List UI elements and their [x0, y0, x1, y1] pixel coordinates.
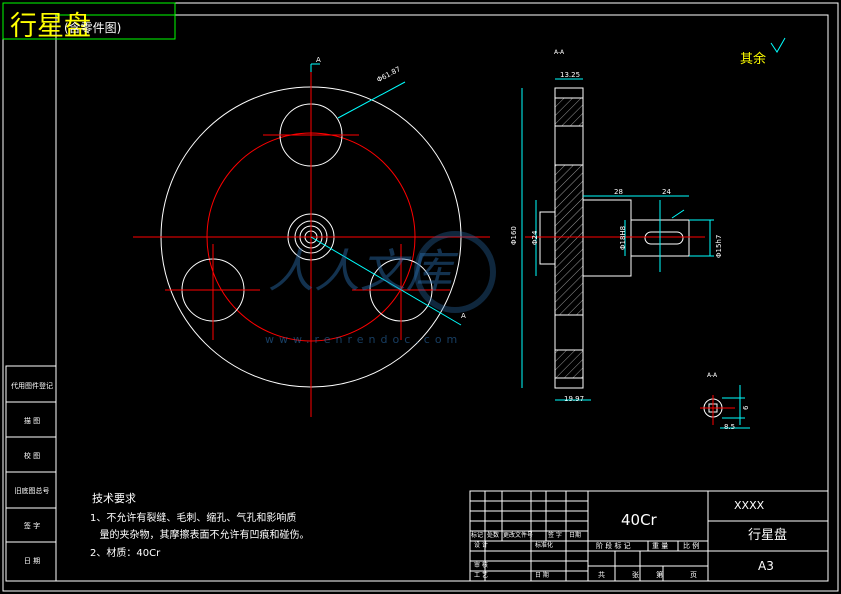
side-panel-row: 校 图 — [23, 452, 41, 460]
tb-label-date: 日期 — [569, 532, 582, 539]
part-name: 行星盘 — [748, 528, 788, 543]
section-view — [521, 78, 714, 401]
small-section-label: A-A — [707, 372, 718, 379]
front-view — [133, 63, 490, 417]
tb-label-total: 共 — [598, 571, 605, 579]
tb-label-process: 工 艺 — [474, 572, 488, 579]
side-panel-row: 旧底图总号 — [14, 487, 50, 495]
tb-label-date2: 日 期 — [535, 572, 549, 579]
title-block-grid — [469, 490, 829, 582]
drawing-title: 行星盘 — [10, 11, 91, 42]
dim-key-depth: 8.5 — [724, 423, 736, 431]
tb-label-sheets: 张 — [632, 571, 639, 579]
roughness-note: 其余 — [740, 52, 767, 67]
side-panel-row: 代用图件登记 — [11, 382, 53, 390]
tech-req-item: 1、不允许有裂缝、毛刺、缩孔、气孔和影响质 — [90, 513, 297, 524]
side-panel-row: 描 图 — [23, 417, 41, 425]
tb-label-weight: 重 量 — [652, 542, 669, 550]
tb-label-page2: 页 — [690, 571, 697, 579]
dim-bore-dia: Φ160 — [510, 226, 518, 245]
material-value: 40Cr — [621, 511, 657, 529]
tb-label-count: 处数 — [487, 532, 500, 539]
dim-top-width: 13.25 — [560, 71, 581, 79]
tb-label-page: 第 — [656, 571, 663, 579]
small-section — [700, 385, 750, 429]
tb-label-mark: 标记 — [471, 532, 484, 539]
side-panel-row: 签 字 — [23, 522, 41, 530]
dim-shaft-step-dia: Φ18H8 — [619, 225, 627, 250]
watermark-url: www.renrendoc.com — [265, 333, 463, 346]
section-label-aa: A-A — [554, 49, 565, 56]
tb-label-standardize: 标准化 — [535, 542, 554, 549]
dim-hub-len: 28 — [614, 188, 623, 196]
title-corner-box — [2, 2, 176, 40]
section-mark-a-bottom: A — [461, 312, 466, 320]
watermark-logo — [414, 231, 496, 313]
tb-label-review: 审 核 — [474, 562, 488, 569]
tech-req-heading: 技术要求 — [92, 492, 136, 505]
side-panel-row: 日 期 — [23, 557, 41, 565]
dim-shaft-end-dia: Φ15h7 — [715, 234, 723, 258]
tb-label-stage: 阶 段 标 记 — [596, 542, 631, 550]
tech-req-item: 量的夹杂物，其摩擦表面不允许有凹痕和碰伤。 — [90, 530, 310, 541]
tb-label-scale: 比 例 — [683, 542, 700, 550]
section-mark-a-top: A — [316, 56, 321, 64]
tb-label-sign: 签 字 — [548, 532, 562, 539]
tech-req-item: 2、材质：40Cr — [90, 548, 161, 559]
inner-border — [55, 14, 829, 582]
company-name: XXXX — [734, 499, 765, 512]
dim-hub-dia: Φ24 — [531, 230, 539, 245]
side-panel — [5, 365, 57, 582]
dim-key-width: 6 — [742, 405, 750, 410]
sheet-size: A3 — [758, 559, 774, 573]
tb-label-design: 设 计 — [474, 542, 488, 549]
watermark-brand: 人人文库 — [268, 244, 452, 298]
tb-label-change-doc: 更改文件号 — [503, 532, 534, 539]
dim-shaft-len: 24 — [662, 188, 671, 196]
drawing-subtitle: (含零件图) — [64, 21, 122, 35]
roughness-icon — [770, 37, 786, 53]
dim-bottom-width: 19.97 — [564, 395, 585, 403]
